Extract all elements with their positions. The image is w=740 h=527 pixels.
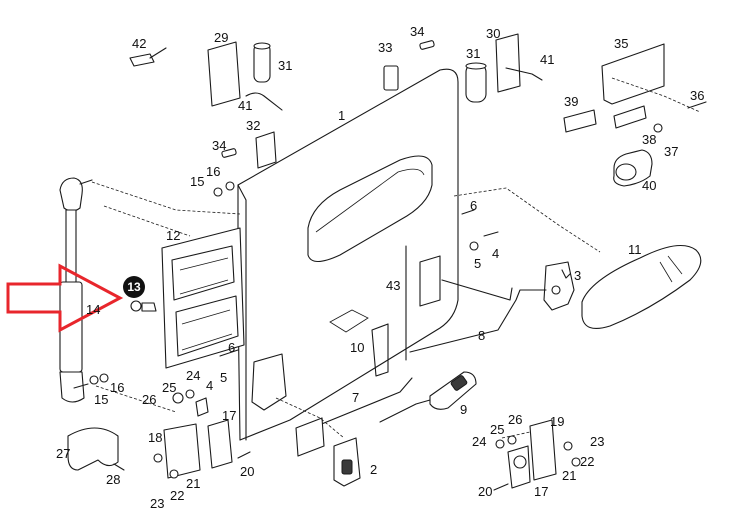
hinge-29	[129, 41, 283, 111]
label-6a: 6	[470, 198, 477, 213]
label-6b: 6	[228, 340, 235, 355]
leader-lines	[91, 181, 601, 439]
label-2: 2	[370, 462, 377, 477]
label-14: 14	[86, 302, 100, 317]
label-5b: 5	[220, 370, 227, 385]
label-15a: 15	[190, 174, 204, 189]
label-19: 19	[550, 414, 564, 429]
label-33: 33	[378, 40, 392, 55]
highlight-arrow-icon	[6, 263, 124, 333]
label-34b: 34	[212, 138, 226, 153]
label-4b: 4	[206, 378, 213, 393]
label-5a: 5	[474, 256, 481, 271]
label-25a: 25	[162, 380, 176, 395]
gas-strut	[59, 177, 93, 403]
lock-2	[295, 417, 361, 487]
label-22b: 22	[580, 454, 594, 469]
latch-3	[543, 261, 575, 311]
label-38: 38	[642, 132, 656, 147]
hinge-pins	[221, 40, 435, 169]
label-39: 39	[564, 94, 578, 109]
label-4a: 4	[492, 246, 499, 261]
label-10: 10	[350, 340, 364, 355]
label-35: 35	[614, 36, 628, 51]
lower-hinge-right	[493, 419, 581, 491]
label-17a: 17	[222, 408, 236, 423]
label-24b: 24	[472, 434, 486, 449]
label-28: 28	[106, 472, 120, 487]
label-27: 27	[56, 446, 70, 461]
part-labels: 1 2 3 4 4 5 5 6 6 7 8 9 10 11 12 14 15 1…	[56, 24, 704, 511]
label-29: 29	[214, 30, 228, 45]
label-31b: 31	[466, 46, 480, 61]
callout-badge-label: 13	[127, 280, 141, 294]
highlight-callout: 13	[6, 263, 157, 333]
label-25b: 25	[490, 422, 504, 437]
bracket-35	[563, 43, 707, 187]
callout-badge-icon	[123, 276, 145, 298]
label-36: 36	[690, 88, 704, 103]
side-window	[581, 244, 702, 329]
label-40: 40	[642, 178, 656, 193]
label-43: 43	[386, 278, 400, 293]
bracket-27	[67, 427, 125, 471]
label-8: 8	[478, 328, 485, 343]
label-1: 1	[338, 108, 345, 123]
label-20a: 20	[240, 464, 254, 479]
washers-15-16	[89, 181, 235, 385]
label-23a: 23	[150, 496, 164, 511]
label-15b: 15	[94, 392, 108, 407]
label-32: 32	[246, 118, 260, 133]
handle-9	[379, 371, 477, 423]
center-hinge	[219, 209, 499, 411]
label-21a: 21	[186, 476, 200, 491]
label-17b: 17	[534, 484, 548, 499]
linkage-rods	[301, 245, 547, 433]
label-24a: 24	[186, 368, 200, 383]
label-3: 3	[574, 268, 581, 283]
label-34a: 34	[410, 24, 424, 39]
label-22a: 22	[170, 488, 184, 503]
label-20b: 20	[478, 484, 492, 499]
door-panel	[237, 68, 459, 441]
label-18: 18	[148, 430, 162, 445]
label-9: 9	[460, 402, 467, 417]
inner-frame	[161, 227, 245, 369]
label-37: 37	[664, 144, 678, 159]
label-16b: 16	[110, 380, 124, 395]
label-12: 12	[166, 228, 180, 243]
label-11: 11	[628, 242, 642, 257]
label-31a: 31	[278, 58, 292, 73]
label-41b: 41	[540, 52, 554, 67]
label-16a: 16	[206, 164, 220, 179]
label-41a: 41	[238, 98, 252, 113]
label-21b: 21	[562, 468, 576, 483]
label-42: 42	[132, 36, 146, 51]
label-26b: 26	[508, 412, 522, 427]
hinge-30	[465, 33, 543, 103]
label-23b: 23	[590, 434, 604, 449]
label-7: 7	[352, 390, 359, 405]
label-26a: 26	[142, 392, 156, 407]
lower-hinge-left	[153, 389, 251, 479]
label-30: 30	[486, 26, 500, 41]
